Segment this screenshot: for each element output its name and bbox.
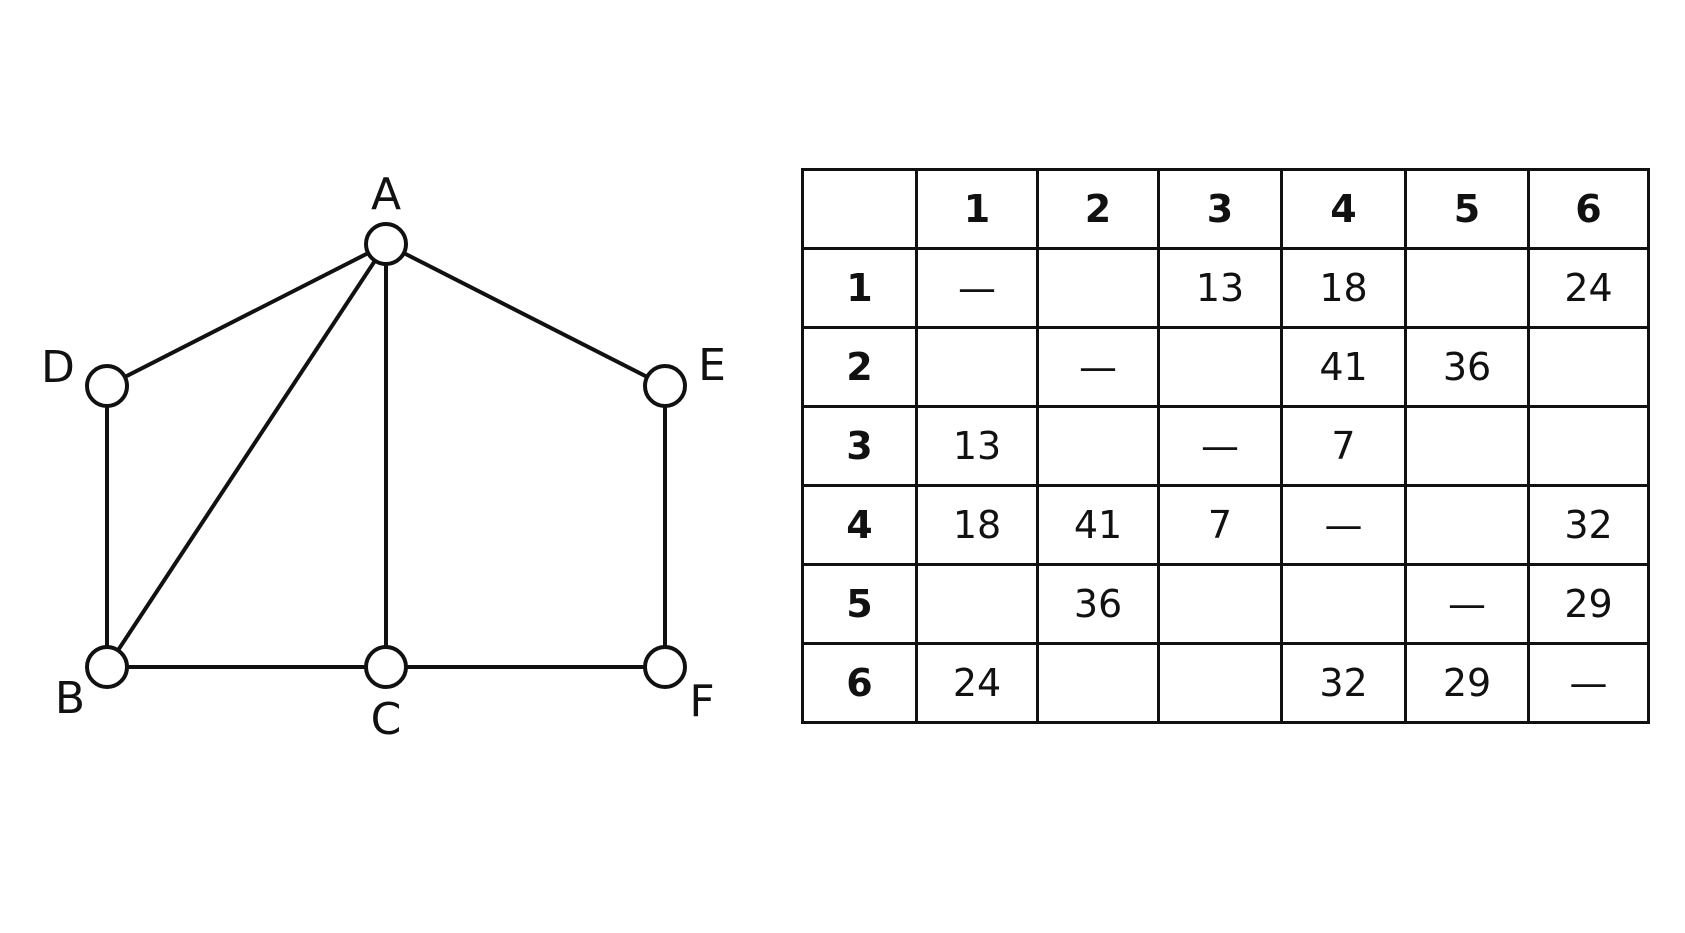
matrix-row-header: 3: [801, 405, 918, 487]
graph-node-c: [364, 645, 408, 689]
graph-edges: [105, 242, 667, 669]
graph-node-f: [643, 645, 687, 689]
matrix-row-header: 6: [801, 642, 918, 724]
matrix-cell: [1404, 405, 1530, 487]
matrix-header-row: 1 2 3 4 5 6: [801, 168, 1650, 250]
matrix-column-header: 4: [1280, 168, 1407, 250]
matrix-row-header: 2: [801, 326, 918, 408]
graph-nodes: [85, 222, 687, 689]
graph-node-d: [85, 364, 129, 408]
matrix-cell: 41: [1280, 326, 1407, 408]
graph-node-label-c: C: [371, 694, 402, 745]
matrix-cell: 7: [1280, 405, 1407, 487]
graph-edge-a-e: [385, 242, 666, 388]
graph-node-labels: A B C D E F: [41, 169, 726, 745]
graph-node-e: [643, 364, 687, 408]
matrix-cell: 13: [915, 405, 1039, 487]
matrix-row: 5 36 — 29: [801, 563, 1650, 645]
matrix-cell: [915, 563, 1039, 645]
matrix-cell: 18: [915, 484, 1039, 566]
graph-node-label-e: E: [698, 340, 726, 391]
matrix-cell: 7: [1157, 484, 1283, 566]
matrix-cell: —: [1527, 642, 1650, 724]
matrix-row: 2 — 41 36: [801, 326, 1650, 408]
matrix-cell: —: [1280, 484, 1407, 566]
matrix-cell: 29: [1527, 563, 1650, 645]
matrix-cell: 32: [1280, 642, 1407, 724]
graph-edge-a-d: [106, 242, 387, 388]
matrix-corner-cell: [801, 168, 918, 250]
matrix-cell: [1036, 247, 1160, 329]
adjacency-matrix: 1 2 3 4 5 6 1 — 13 18 24 2 — 41 36 3: [801, 168, 1650, 724]
matrix-cell: 29: [1404, 642, 1530, 724]
matrix-cell: 13: [1157, 247, 1283, 329]
matrix-cell: [1036, 642, 1160, 724]
matrix-cell: [1157, 642, 1283, 724]
matrix-cell: —: [915, 247, 1039, 329]
graph-node-label-f: F: [689, 676, 714, 727]
graph-edge-a-b: [105, 242, 388, 669]
matrix-cell: [915, 326, 1039, 408]
graph-node-a: [364, 222, 408, 266]
matrix-row-header: 5: [801, 563, 918, 645]
graph-node-label-d: D: [41, 342, 75, 393]
matrix-cell: [1527, 405, 1650, 487]
matrix-row-header: 1: [801, 247, 918, 329]
matrix-cell: 36: [1036, 563, 1160, 645]
matrix-cell: —: [1036, 326, 1160, 408]
matrix-cell: [1280, 563, 1407, 645]
matrix-row: 6 24 32 29 —: [801, 642, 1650, 724]
matrix-cell: [1157, 326, 1283, 408]
graph-node-label-a: A: [371, 169, 401, 220]
matrix-row-header: 4: [801, 484, 918, 566]
matrix-cell: 41: [1036, 484, 1160, 566]
matrix-row: 4 18 41 7 — 32: [801, 484, 1650, 566]
matrix-cell: 24: [915, 642, 1039, 724]
matrix-cell: —: [1157, 405, 1283, 487]
matrix-cell: [1404, 484, 1530, 566]
matrix-cell: 24: [1527, 247, 1650, 329]
matrix-row: 1 — 13 18 24: [801, 247, 1650, 329]
matrix-column-header: 5: [1404, 168, 1530, 250]
matrix-row: 3 13 — 7: [801, 405, 1650, 487]
matrix-cell: 18: [1280, 247, 1407, 329]
matrix-cell: 36: [1404, 326, 1530, 408]
graph-diagram: A B C D E F: [41, 169, 726, 745]
matrix-cell: [1036, 405, 1160, 487]
matrix-cell: [1157, 563, 1283, 645]
matrix-cell: [1404, 247, 1530, 329]
matrix-cell: 32: [1527, 484, 1650, 566]
graph-node-label-b: B: [55, 673, 85, 724]
matrix-cell: [1527, 326, 1650, 408]
graph-node-b: [85, 645, 129, 689]
matrix-column-header: 3: [1157, 168, 1283, 250]
matrix-cell: —: [1404, 563, 1530, 645]
matrix-column-header: 6: [1527, 168, 1650, 250]
matrix-column-header: 1: [915, 168, 1039, 250]
matrix-column-header: 2: [1036, 168, 1160, 250]
